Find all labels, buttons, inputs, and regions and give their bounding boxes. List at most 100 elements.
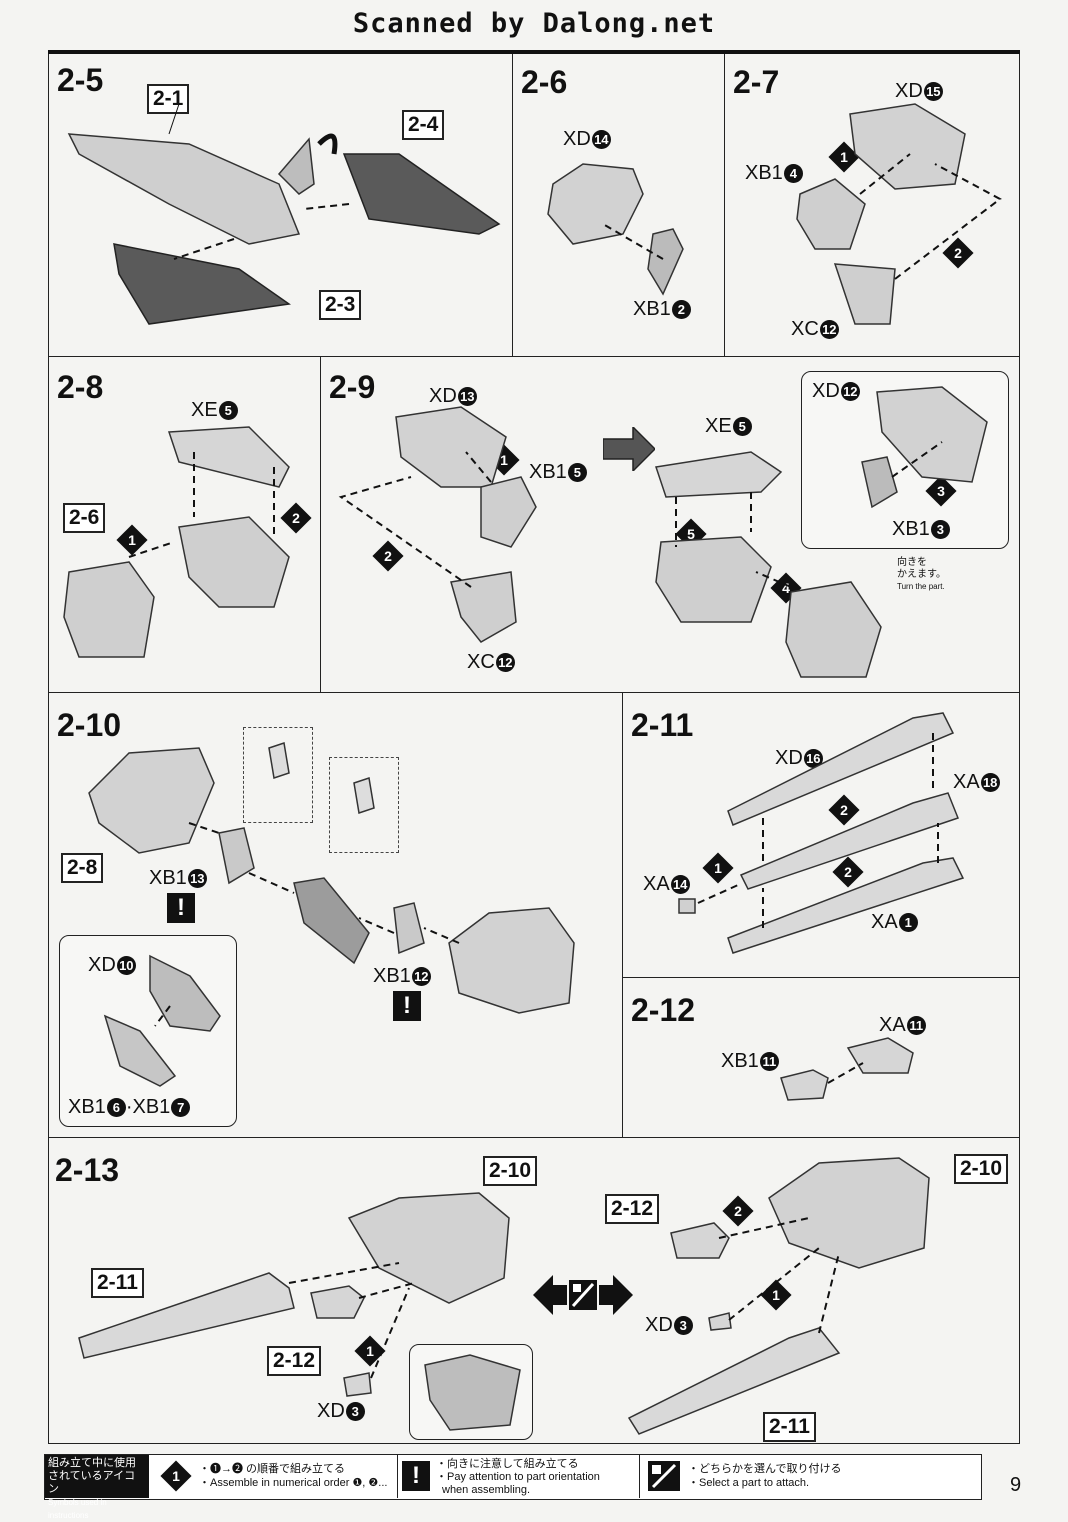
part-number: 12 [495, 653, 515, 673]
part-number: 2 [671, 300, 691, 320]
part-number: 12 [819, 320, 839, 340]
ref-box: 2-4 [402, 110, 445, 140]
step-label: 2-10 [57, 707, 122, 743]
part-code: XD [429, 385, 457, 407]
order-number: 5 [687, 526, 695, 542]
choice-icon [533, 1270, 633, 1325]
panel-2-5: 2-5 2-1 2-4 2-3 [48, 54, 513, 357]
inset-illustration [424, 1354, 521, 1431]
legend-title-en: Symbols used in instructions [48, 1498, 107, 1520]
detail-dashbox [329, 757, 399, 853]
order-number: 2 [384, 548, 392, 564]
assembly-illustration [547, 163, 684, 296]
part-code: XB1 [721, 1050, 759, 1072]
step-label: 2-13 [55, 1152, 120, 1188]
next-arrow [602, 425, 657, 476]
part-number: 13 [457, 387, 477, 407]
order-marker: 1 [760, 1279, 792, 1311]
right-arrow-icon [602, 425, 657, 473]
part-code: XE [705, 415, 732, 437]
assembly-illustration [780, 1037, 914, 1101]
ref-box: 2-12 [605, 1194, 660, 1224]
legend-text: ・どちらかを選んで取り付ける [688, 1463, 842, 1475]
order-number: 4 [782, 580, 790, 596]
ref-box: 2-11 [763, 1412, 816, 1442]
step-label: 2-9 [329, 369, 376, 405]
part-number: 5 [218, 401, 238, 421]
ref-box: 2-8 [61, 853, 104, 883]
part-number: 16 [803, 749, 823, 769]
warning-mark: ! [177, 894, 185, 921]
warning-mark: ! [403, 992, 411, 1019]
ref-box: 2-10 [483, 1156, 538, 1186]
order-marker: 2 [372, 540, 404, 572]
part-number: 11 [759, 1052, 779, 1072]
order-number: 2 [734, 1203, 742, 1219]
legend-text: ・Pay attention to part orientation [436, 1471, 600, 1483]
inset-illustration [861, 386, 988, 509]
part-code: XD [88, 954, 116, 976]
order-number: 1 [772, 1287, 780, 1303]
order-number: 2 [396, 1247, 404, 1263]
part-code: XB1 [529, 461, 567, 483]
part-code: XB1 [633, 298, 671, 320]
ref-box: 2-12 [267, 1346, 322, 1376]
page-number: 9 [1010, 1474, 1022, 1496]
part-number: 3 [930, 520, 950, 540]
step-label: 2-8 [57, 369, 104, 405]
part-code: XA [879, 1014, 906, 1036]
note-jp: 向きを かえます。 [897, 557, 946, 580]
legend-text: when assembling. [442, 1484, 531, 1496]
turn-note: 向きを かえます。 Turn the part. [897, 557, 946, 593]
part-number: 7 [171, 1098, 191, 1118]
part-code: XD [775, 747, 803, 769]
part-number: 11 [906, 1016, 926, 1036]
order-marker: 5 [675, 518, 707, 550]
warning-icon: ! [167, 893, 195, 923]
order-marker: 1 [488, 444, 520, 476]
part-number: 12 [411, 967, 431, 987]
part-code: XE [191, 399, 218, 421]
part-code: XA [871, 911, 898, 933]
part-number: 10 [116, 956, 136, 976]
part-code: XC [791, 318, 819, 340]
select-one-icon [533, 1275, 633, 1315]
part-code: XA [953, 771, 980, 793]
detail-inset [409, 1344, 533, 1440]
part-number: 4 [783, 164, 803, 184]
assembly-illustration [796, 103, 1002, 325]
legend-text: ・向きに注意して組み立てる [436, 1458, 579, 1470]
warning-icon: ! [402, 1461, 430, 1491]
part-code: XC [467, 651, 495, 673]
scan-header: Scanned by Dalong.net [352, 8, 716, 39]
ref-box: 2-1 [147, 84, 190, 114]
assembly-illustration [63, 426, 290, 658]
part-code: XB1 [373, 965, 411, 987]
part-code: XB1 [745, 162, 783, 184]
legend-text: ・Select a part to attach. [688, 1477, 810, 1489]
step-label: 2-12 [631, 992, 696, 1028]
part-number: 13 [187, 869, 207, 889]
legend-item-orientation: ! ・向きに注意して組み立てる ・Pay attention to part o… [397, 1455, 640, 1498]
warning-icon: ! [393, 991, 421, 1021]
part-code: XA [643, 873, 670, 895]
